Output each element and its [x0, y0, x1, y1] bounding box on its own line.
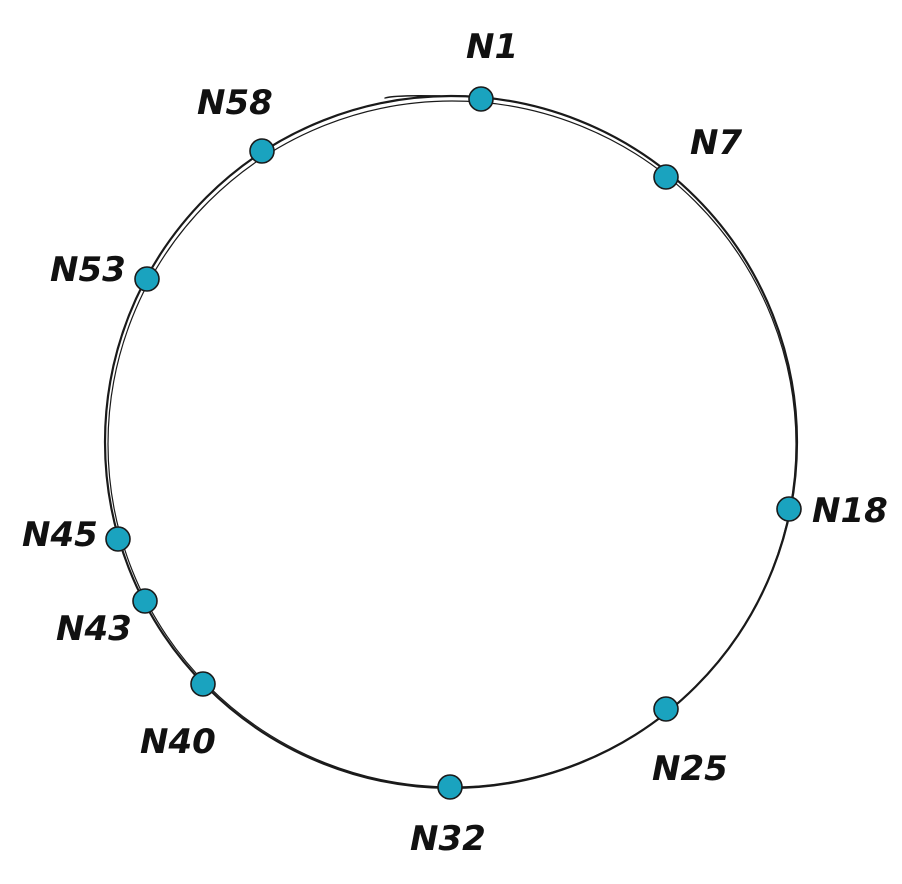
node-label-n32: N32: [410, 819, 486, 859]
node-label-n43: N43: [56, 609, 132, 649]
node-dot-n58[interactable]: [249, 138, 275, 164]
node-dot-n32[interactable]: [437, 774, 463, 800]
node-dot-n40[interactable]: [190, 671, 216, 697]
node-label-n18: N18: [812, 491, 888, 531]
node-dot-n45[interactable]: [105, 526, 131, 552]
node-dot-n53[interactable]: [134, 266, 160, 292]
node-dot-n18[interactable]: [776, 496, 802, 522]
node-dot-n25[interactable]: [653, 696, 679, 722]
node-dot-n43[interactable]: [132, 588, 158, 614]
node-markers: [105, 86, 802, 800]
node-label-n40: N40: [140, 722, 216, 762]
ring-sketch-tick: [384, 95, 441, 99]
node-label-n25: N25: [652, 749, 728, 789]
node-label-n7: N7: [690, 123, 742, 163]
node-label-n53: N53: [50, 250, 126, 290]
node-dot-n1[interactable]: [468, 86, 494, 112]
node-label-n45: N45: [22, 515, 98, 555]
node-label-n1: N1: [466, 27, 518, 67]
node-labels: N1 N7 N18 N25 N32 N40 N43 N45 N53 N58: [22, 27, 888, 859]
node-label-n58: N58: [197, 83, 273, 123]
node-dot-n7[interactable]: [653, 164, 679, 190]
